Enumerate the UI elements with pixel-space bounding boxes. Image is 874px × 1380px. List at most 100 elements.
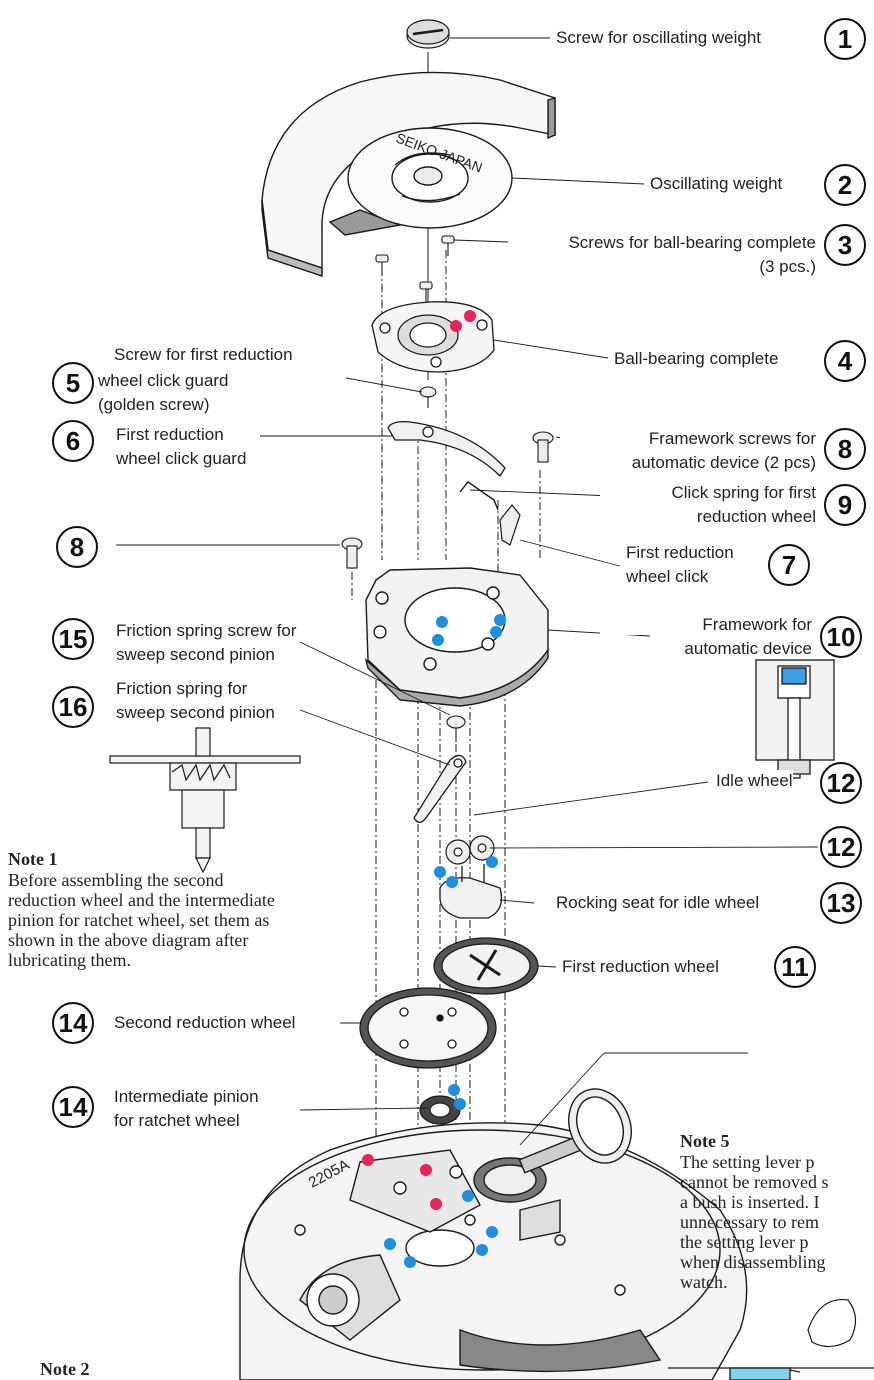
note-5-line: watch. [680,1272,728,1292]
label-ball-bearing-screws: Screws for ball-bearing complete [510,232,816,253]
note-1-line: reduction wheel and the intermediate [8,890,275,910]
label-idle-wheel: Idle wheel [716,770,793,791]
note-5-line: when disassembling [680,1252,826,1272]
friction-spring-screw [446,715,466,742]
label-intermediate-pinion-line2: for ratchet wheel [114,1110,240,1131]
note-2-title: Note 2 [40,1359,90,1379]
ball-bearing-screws [375,235,455,302]
callout-2: 2 [824,164,866,206]
label-oscillating-weight: Oscillating weight [650,173,783,194]
note-1-line: pinion for ratchet wheel, set them as [8,910,270,930]
framework-screw-right [532,431,554,463]
callout-12-b: 12 [820,826,862,868]
movement-base [239,1122,748,1380]
first-reduction-wheel-click [499,504,521,546]
first-reduction-wheel [433,937,539,995]
oil-drop [462,1190,474,1202]
label-screw-oscillating-weight: Screw for oscillating weight [556,27,762,48]
idle-wheels [445,835,495,865]
label-click-guard-screw-line3: (golden screw) [98,394,210,415]
label-click-spring-line2: reduction wheel [600,506,816,527]
note-1-line: lubricating them. [8,950,131,970]
click-spring [459,481,499,511]
oil-drop [454,1098,466,1110]
oil-drops [362,310,506,1268]
framework-screw-left [341,537,363,569]
callout-9: 9 [824,484,866,526]
oil-drop [430,1198,442,1210]
rocking-seat [439,864,503,919]
second-reduction-wheel [359,987,497,1069]
oil-drop [384,1238,396,1250]
note-5-line: cannot be removed s [680,1172,829,1192]
callout-6: 6 [52,420,94,462]
label-ball-bearing-screws-qty: (3 pcs.) [700,256,816,277]
label-friction-spring: Friction spring for [116,678,248,699]
label-framework-screws-line2: automatic device (2 pcs) [560,452,816,473]
oil-drop [404,1256,416,1268]
label-click-guard-screw-line2: wheel click guard [98,370,229,391]
note-5-line: The setting lever p [680,1152,815,1172]
oil-drop [436,616,448,628]
callout-16: 16 [52,686,94,728]
oil-drop [362,1154,374,1166]
label-reduction-wheel-click-line2: wheel click [626,566,709,587]
crown [518,1088,632,1174]
note-5-line: unnecessary to rem [680,1212,819,1232]
label-framework: Framework for [600,614,812,635]
label-click-guard-line2: wheel click guard [116,448,247,469]
label-click-guard: First reduction [116,424,224,445]
callout-8-left: 8 [56,526,98,568]
callout-7: 7 [768,544,810,586]
label-intermediate-pinion: Intermediate pinion [114,1086,259,1107]
note2-detail [668,1367,874,1380]
callout-13: 13 [820,882,862,924]
oil-drop [486,1226,498,1238]
callout-4: 4 [824,340,866,382]
framework-for-automatic-device [364,567,549,707]
oil-drop [486,856,498,868]
oil-drop [494,614,506,626]
note-5-line: the setting lever p [680,1232,809,1252]
callout-15: 15 [52,618,94,660]
oil-drop [434,866,446,878]
oil-drop [432,634,444,646]
label-framework-line2: automatic device [600,638,812,659]
label-click-spring: Click spring for first [600,482,816,503]
oil-drop [464,310,476,322]
label-friction-spring-screw: Friction spring screw for [116,620,297,641]
oscillating-weight [261,71,556,277]
label-rocking-seat: Rocking seat for idle wheel [556,892,760,913]
oil-drop [448,1084,460,1096]
callout-10: 10 [820,616,862,658]
callout-12-a: 12 [820,762,862,804]
label-click-guard-screw: Screw for first reduction [114,344,293,365]
callout-14-b: 14 [52,1086,94,1128]
callout-14-a: 14 [52,1002,94,1044]
first-reduction-wheel-click-guard [387,420,506,478]
oil-drop [420,1164,432,1176]
oil-drop [490,626,502,638]
oil-drop [446,876,458,888]
callout-1: 1 [824,18,866,60]
callout-3: 3 [824,224,866,266]
friction-spring [413,754,467,823]
ball-bearing-complete [371,301,495,373]
note-1: Note 1 Before assembling the second redu… [8,848,378,970]
callout-8-right: 8 [824,428,866,470]
leader-lines [116,37,819,1146]
click-guard-screw [419,386,437,408]
label-second-reduction-wheel: Second reduction wheel [114,1012,296,1033]
label-friction-spring-screw-line2: sweep second pinion [116,644,275,665]
label-ball-bearing-complete: Ball-bearing complete [614,348,779,369]
note-2: Note 2 [40,1358,89,1380]
label-reduction-wheel-click: First reduction [626,542,734,563]
note-1-title: Note 1 [8,849,58,869]
callout-11: 11 [774,946,816,988]
oil-drop [476,1244,488,1256]
label-framework-screws: Framework screws for [560,428,816,449]
note-5-line: a bush is inserted. I [680,1192,820,1212]
callout-5: 5 [52,362,94,404]
note-1-line: shown in the above diagram after [8,930,249,950]
